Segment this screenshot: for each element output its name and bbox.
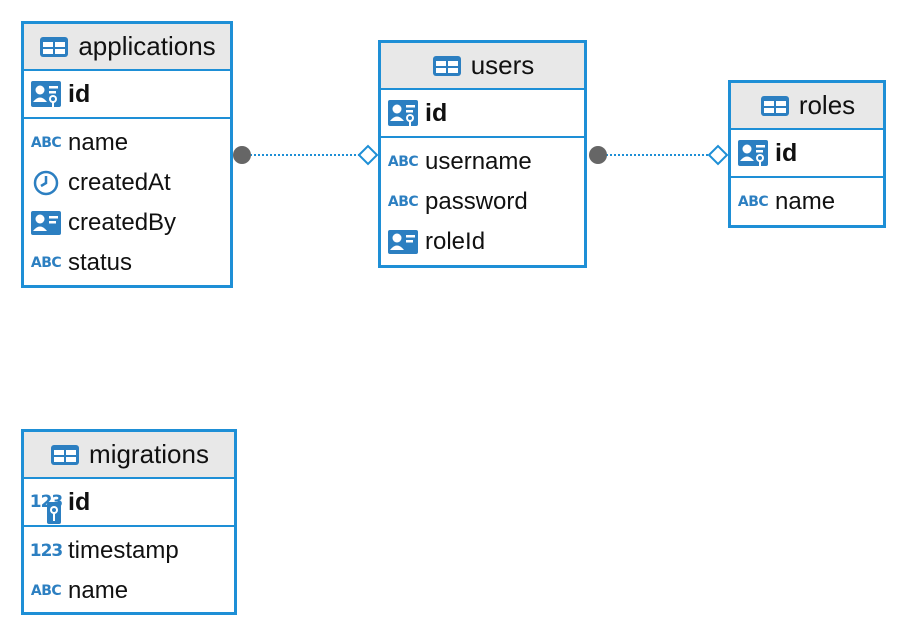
column-name: createdAt	[68, 169, 171, 196]
card-icon	[387, 229, 419, 255]
entity-migrations[interactable]: migrations 123 id 123 timestamp ABC name	[21, 429, 237, 615]
column-row[interactable]: ABC name	[24, 123, 230, 163]
primary-key-row[interactable]: id	[731, 130, 883, 178]
column-name: username	[425, 148, 532, 175]
column-name: id	[68, 79, 91, 108]
entity-roles[interactable]: roles id ABC name	[728, 80, 886, 228]
table-icon	[431, 55, 463, 77]
key-card-icon	[30, 80, 62, 108]
column-name: createdBy	[68, 209, 177, 236]
entity-title: migrations	[89, 439, 209, 469]
column-name: status	[68, 249, 133, 276]
abc-icon: ABC	[30, 583, 62, 599]
column-row[interactable]: ABC password	[381, 182, 584, 222]
relationship-users-roles[interactable]	[589, 144, 729, 166]
abc-icon: ABC	[30, 135, 62, 151]
num-icon: 123	[29, 541, 64, 561]
column-name: name	[68, 577, 129, 604]
key-card-icon	[387, 99, 419, 127]
column-name: id	[775, 138, 798, 167]
entity-header[interactable]: users	[381, 43, 584, 90]
column-row[interactable]: ABC status	[24, 243, 230, 283]
abc-icon: ABC	[387, 194, 419, 210]
entity-header[interactable]: roles	[731, 83, 883, 130]
primary-key-row[interactable]: id	[24, 71, 230, 119]
column-row[interactable]: roleId	[381, 222, 584, 262]
card-icon	[30, 210, 62, 236]
entity-title: roles	[798, 90, 856, 120]
column-name: name	[68, 129, 129, 156]
column-row[interactable]: createdBy	[24, 203, 230, 243]
column-name: id	[68, 487, 91, 516]
column-name: roleId	[425, 228, 486, 255]
column-row[interactable]: createdAt	[24, 163, 230, 203]
column-row[interactable]: 123 timestamp	[24, 531, 234, 571]
entity-header[interactable]: migrations	[24, 432, 234, 479]
column-name: password	[425, 188, 528, 215]
column-row[interactable]: ABC name	[24, 571, 234, 611]
entity-users[interactable]: users id ABC username ABC password roleI…	[378, 40, 587, 268]
column-row[interactable]: ABC username	[381, 142, 584, 182]
num-key-icon: 123	[30, 492, 63, 524]
column-row[interactable]: ABC name	[731, 182, 883, 222]
primary-key-row[interactable]: id	[381, 90, 584, 138]
relationship-origin-dot	[589, 146, 607, 164]
relationship-origin-dot	[233, 146, 251, 164]
key-card-icon	[737, 139, 769, 167]
column-name: id	[425, 98, 448, 127]
entity-applications[interactable]: applications id ABC name createdAt creat…	[21, 21, 233, 288]
primary-key-row[interactable]: 123 id	[24, 479, 234, 527]
abc-icon: ABC	[737, 194, 769, 210]
table-icon	[759, 95, 791, 117]
abc-icon: ABC	[30, 255, 62, 271]
entity-header[interactable]: applications	[24, 24, 230, 71]
clock-icon	[30, 170, 62, 196]
relationship-target-diamond	[357, 144, 379, 166]
abc-icon: ABC	[387, 154, 419, 170]
relationship-target-diamond	[707, 144, 729, 166]
table-icon	[49, 444, 81, 466]
entity-title: users	[470, 50, 535, 80]
column-name: timestamp	[68, 537, 179, 564]
column-name: name	[775, 188, 836, 215]
table-icon	[38, 36, 70, 58]
entity-title: applications	[78, 31, 216, 61]
relationship-applications-users[interactable]	[233, 144, 379, 166]
